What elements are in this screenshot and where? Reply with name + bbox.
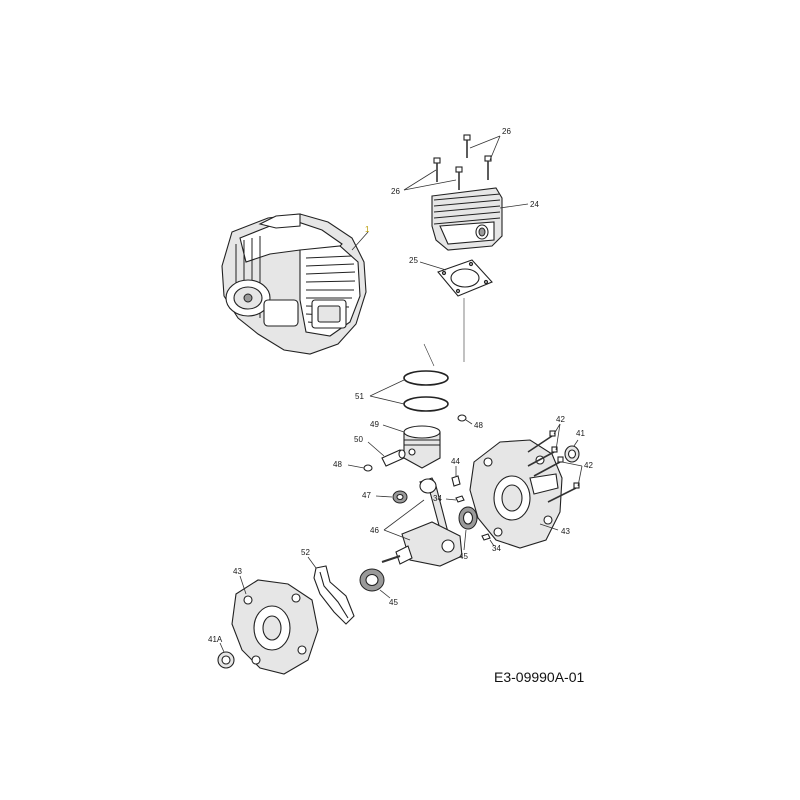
callout-label: 46 xyxy=(370,526,379,535)
engine-assembly xyxy=(221,213,367,355)
callout-label: 49 xyxy=(370,420,379,429)
callout-label: 26 xyxy=(391,187,400,196)
callout-dowel-bottom: 34 xyxy=(489,539,501,553)
callout-clip-right: 48 xyxy=(465,419,483,430)
callout-bearing-cage: 47 xyxy=(362,491,393,500)
callout-label: 47 xyxy=(362,491,371,500)
oil-seal-right xyxy=(564,445,580,463)
piston-pin xyxy=(381,449,406,467)
callout-seal-left: 41A xyxy=(208,635,225,653)
callout-label: 48 xyxy=(474,421,483,430)
piston xyxy=(403,425,441,469)
crankcase-bolts xyxy=(527,430,580,503)
crankcase-gasket xyxy=(313,565,355,625)
callout-label: 34 xyxy=(492,544,501,553)
callout-label: 45 xyxy=(459,552,468,561)
callout-label: 25 xyxy=(409,256,418,265)
callout-label: 41 xyxy=(576,429,585,438)
callout-label: 41A xyxy=(208,635,223,644)
callout-seal-right: 41 xyxy=(573,429,585,447)
dowel-pins xyxy=(455,495,491,541)
callout-label: 34 xyxy=(433,494,442,503)
crankshaft xyxy=(381,477,463,567)
cylinder-gasket xyxy=(437,259,493,297)
callout-label: 42 xyxy=(584,461,593,470)
callout-label: 44 xyxy=(451,457,460,466)
callout-cylinder: 24 xyxy=(499,200,539,209)
callout-bearing-left: 45 xyxy=(379,589,398,607)
cylinder xyxy=(431,187,503,251)
callout-label: 48 xyxy=(333,460,342,469)
assembly-axis xyxy=(423,298,465,367)
crankcase-half-right xyxy=(469,439,563,549)
callout-label: 1 xyxy=(365,225,370,234)
callout-key: 44 xyxy=(451,457,460,476)
ball-bearing-left xyxy=(359,568,385,592)
callout-label: 43 xyxy=(233,567,242,576)
callout-case-gasket: 52 xyxy=(301,548,317,569)
callout-crankshaft: 46 xyxy=(370,499,425,541)
callout-label: 24 xyxy=(530,200,539,209)
callout-label: 45 xyxy=(389,598,398,607)
callout-label: 43 xyxy=(561,527,570,536)
callout-crank-half-right: 43 xyxy=(539,523,570,536)
callout-dowel-top: 34 xyxy=(433,494,457,503)
callout-engine: 1 xyxy=(351,225,370,251)
callout-pin: 50 xyxy=(354,435,385,457)
callout-bolts-bottom: 42 xyxy=(561,461,593,487)
callout-screws-left: 26 xyxy=(391,169,457,196)
callout-screws-top: 26 xyxy=(469,127,511,161)
ball-bearing-right xyxy=(458,506,478,530)
callout-label: 26 xyxy=(502,127,511,136)
piston-rings xyxy=(403,370,449,412)
circlip-right xyxy=(457,414,467,422)
callout-label: 42 xyxy=(556,415,565,424)
callout-label: 52 xyxy=(301,548,310,557)
needle-bearing xyxy=(392,490,408,504)
callout-rings: 51 xyxy=(355,379,405,405)
crankcase-half-left xyxy=(231,579,319,675)
oil-seal-left xyxy=(217,651,235,669)
diagram-code: E3-09990A-01 xyxy=(494,669,585,685)
woodruff-key xyxy=(451,475,461,487)
callout-bolts-top: 42 xyxy=(553,415,565,451)
callout-label: 51 xyxy=(355,392,364,401)
callout-crank-half-left: 43 xyxy=(233,567,247,595)
callout-cyl-gasket: 25 xyxy=(409,256,447,271)
callout-bearing-right: 45 xyxy=(459,529,468,561)
callout-label: 50 xyxy=(354,435,363,444)
circlip-left xyxy=(363,464,373,472)
callout-piston: 49 xyxy=(370,420,405,433)
callout-clip-left: 48 xyxy=(333,460,365,469)
